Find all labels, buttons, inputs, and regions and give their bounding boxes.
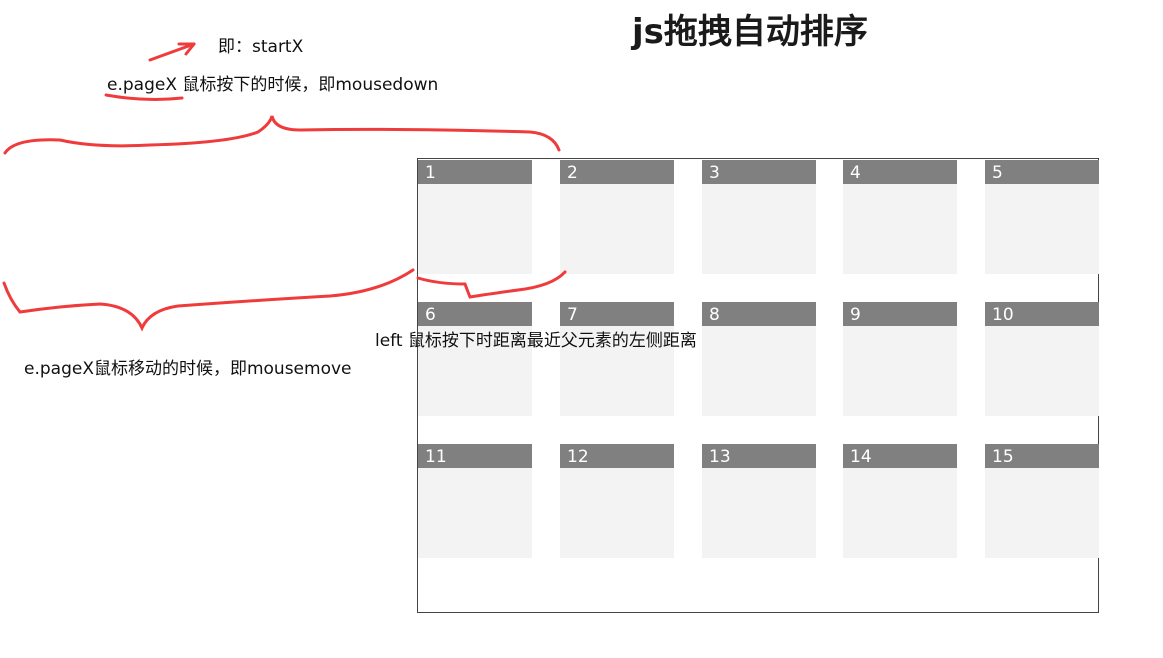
box-label: 14: [843, 444, 957, 468]
draggable-box[interactable]: 2: [560, 160, 674, 274]
draggable-box[interactable]: 5: [985, 160, 1099, 274]
box-label: 8: [702, 302, 816, 326]
annotation-startx: 即：startX: [218, 37, 304, 57]
annotation-mousedown: e.pageX 鼠标按下的时候，即mousedown: [107, 75, 439, 95]
bottom-brace-stroke: [2, 268, 415, 332]
draggable-box[interactable]: 13: [702, 444, 816, 558]
annotation-left: left 鼠标按下时距离最近父元素的左侧距离: [375, 331, 697, 351]
underline-stroke: [104, 93, 184, 101]
draggable-box[interactable]: 9: [843, 302, 957, 416]
draggable-box[interactable]: 15: [985, 444, 1099, 558]
box-label: 12: [560, 444, 674, 468]
draggable-box[interactable]: 8: [702, 302, 816, 416]
box-label: 6: [418, 302, 532, 326]
draggable-box[interactable]: 11: [418, 444, 532, 558]
box-label: 4: [843, 160, 957, 184]
box-label: 15: [985, 444, 1099, 468]
box-label: 3: [702, 160, 816, 184]
draggable-box[interactable]: 7: [560, 302, 674, 416]
box-label: 9: [843, 302, 957, 326]
draggable-box[interactable]: 3: [702, 160, 816, 274]
draggable-box[interactable]: 12: [560, 444, 674, 558]
draggable-box[interactable]: 4: [843, 160, 957, 274]
annotation-mousemove: e.pageX鼠标移动的时候，即mousemove: [24, 359, 352, 379]
arrow-icon: [148, 42, 196, 62]
draggable-box[interactable]: 1: [418, 160, 532, 274]
box-label: 1: [418, 160, 532, 184]
draggable-box[interactable]: 14: [843, 444, 957, 558]
drag-container: 1 2 3 4 5 6 7 8 9 10 11 12 13 14 15: [417, 158, 1099, 613]
box-label: 11: [418, 444, 532, 468]
box-label: 7: [560, 302, 674, 326]
box-label: 2: [560, 160, 674, 184]
box-label: 13: [702, 444, 816, 468]
draggable-box[interactable]: 10: [985, 302, 1099, 416]
top-brace-stroke: [3, 115, 561, 155]
box-label: 10: [985, 302, 1099, 326]
page-title: js拖拽自动排序: [632, 12, 868, 52]
box-label: 5: [985, 160, 1099, 184]
draggable-box[interactable]: 6: [418, 302, 532, 416]
